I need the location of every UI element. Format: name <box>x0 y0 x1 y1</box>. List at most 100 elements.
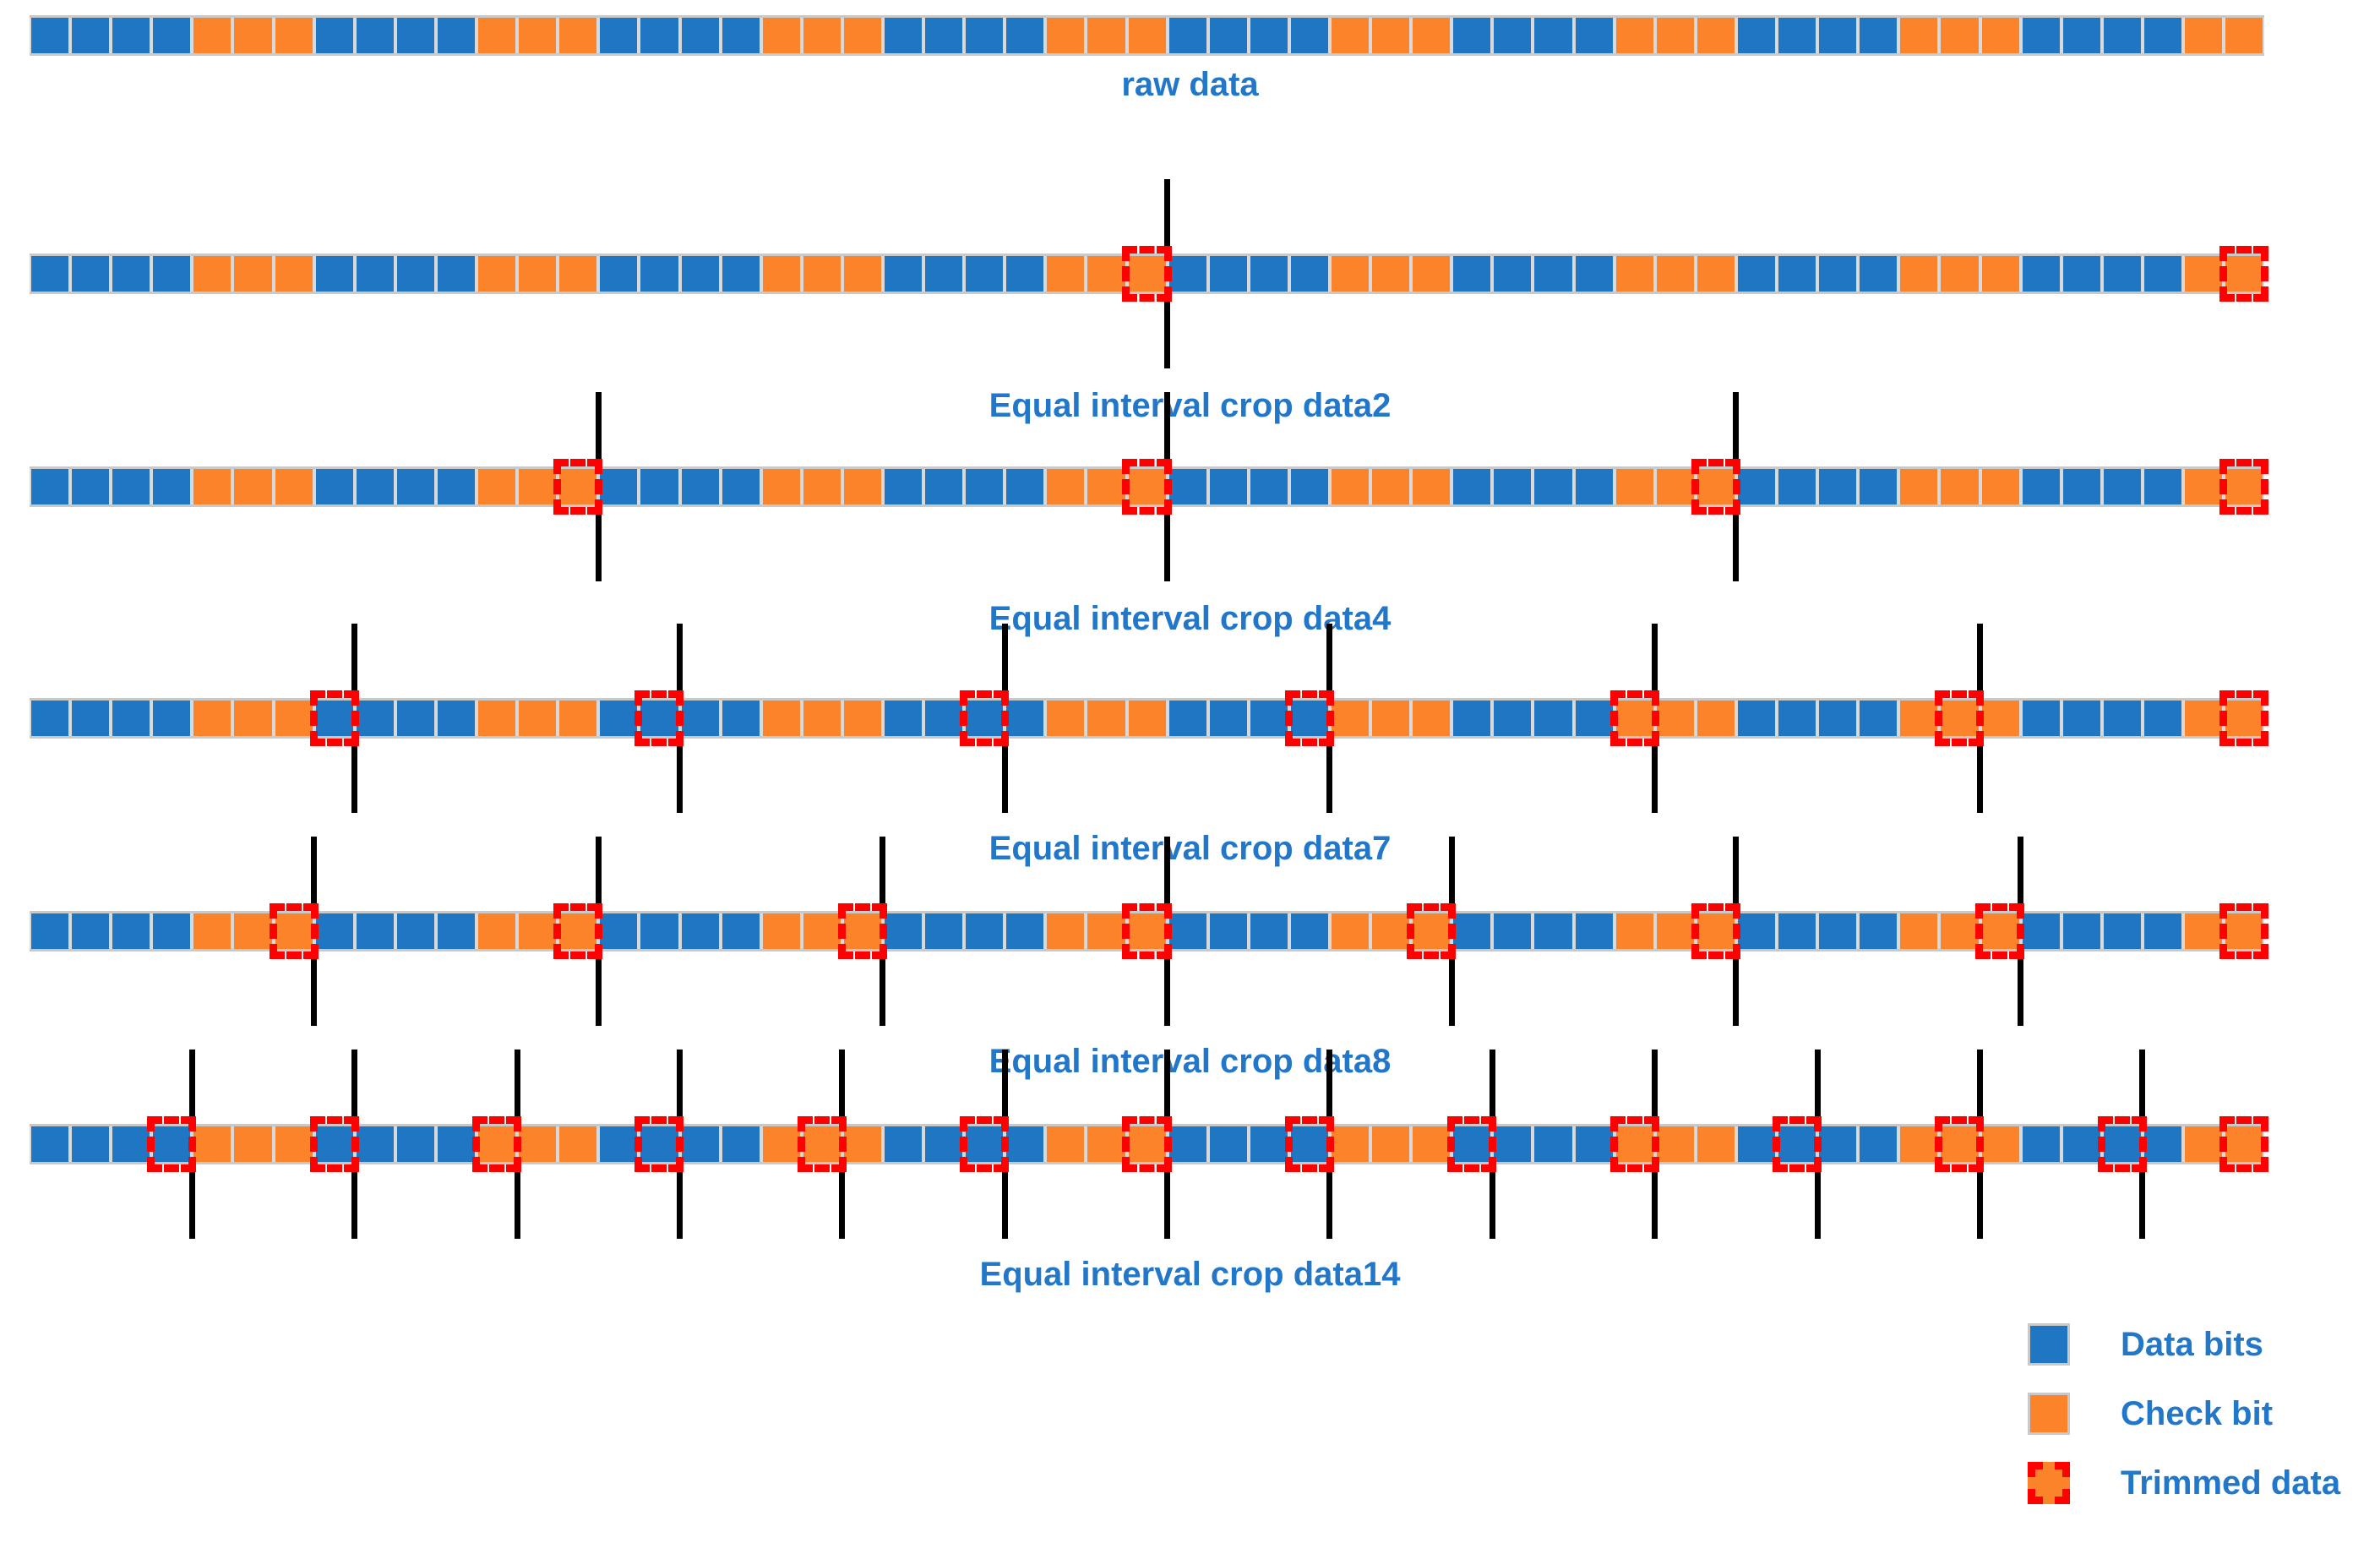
data-bit-cell <box>1248 1126 1289 1162</box>
data-bit-cell <box>1735 256 1778 292</box>
data-bit-cell <box>1207 1126 1249 1162</box>
data-bit-cell <box>679 701 721 736</box>
data-bit-cell <box>923 913 965 949</box>
check-bit-cell <box>2224 913 2265 949</box>
data-bit-cell <box>964 1126 1005 1162</box>
data-bit-cell <box>1492 469 1533 504</box>
data-bit-cell <box>70 18 112 53</box>
check-bit-cell <box>1411 913 1452 949</box>
check-bit-cell <box>1126 256 1168 292</box>
bit-strip-crop14 <box>30 1050 2268 1239</box>
bit-strip-crop4 <box>30 392 2268 581</box>
data-bit-cell <box>964 701 1005 736</box>
data-bit-cell <box>1451 1126 1493 1162</box>
check-bit-cell <box>232 701 274 736</box>
data-bit-cell <box>151 469 193 504</box>
data-bit-cell <box>1451 701 1493 736</box>
data-bit-cell <box>1735 1126 1778 1162</box>
data-bit-cell <box>70 256 112 292</box>
check-bit-cell <box>1695 1126 1736 1162</box>
check-bit-cell <box>2182 256 2225 292</box>
data-bit-cell <box>639 256 680 292</box>
data-bit-cell <box>354 469 395 504</box>
data-bit-cell <box>2020 469 2061 504</box>
check-bit-cell <box>1898 256 1940 292</box>
check-bit-cell <box>477 469 518 504</box>
data-bit-cell <box>1492 1126 1533 1162</box>
check-bit-cell <box>477 701 518 736</box>
check-bit-cell <box>273 18 314 53</box>
data-bit-cell <box>1288 256 1330 292</box>
check-bit-cell <box>1898 18 1940 53</box>
data-bit-cell <box>395 18 436 53</box>
check-bit-cell <box>2182 1126 2225 1162</box>
check-bit-cell <box>232 256 274 292</box>
data-bit-cell <box>1451 469 1493 504</box>
data-bit-cell <box>1288 1126 1330 1162</box>
data-bit-cell <box>1858 18 1899 53</box>
data-bit-cell <box>2061 1126 2102 1162</box>
legend-label: Trimmed data <box>2121 1464 2341 1502</box>
data-bit-cell <box>395 256 436 292</box>
data-bit-cell <box>639 913 680 949</box>
data-bit-cell <box>1817 1126 1859 1162</box>
check-bit-cell <box>192 256 233 292</box>
check-bit-cell <box>517 1126 558 1162</box>
data-bit-cell <box>1533 256 1574 292</box>
check-bit-cell <box>1614 913 1655 949</box>
data-bit-cell <box>964 256 1005 292</box>
data-bit-cell <box>2142 701 2183 736</box>
data-bit-cell <box>1248 701 1289 736</box>
check-bit-cell <box>1980 256 2021 292</box>
data-bit-cell <box>313 18 355 53</box>
data-bit-cell <box>1248 18 1289 53</box>
check-bit-cell <box>2224 1126 2265 1162</box>
data-bit-cell <box>1817 256 1859 292</box>
data-bit-cell <box>313 913 355 949</box>
check-bit-cell <box>1654 913 1696 949</box>
data-bit-cell <box>151 913 193 949</box>
data-bit-cell <box>1005 256 1046 292</box>
data-bit-cell <box>435 18 477 53</box>
check-bit-cell <box>2224 469 2265 504</box>
check-bit-cell <box>801 701 842 736</box>
check-bit-cell <box>1898 701 1940 736</box>
check-bit-cell <box>1411 18 1452 53</box>
bit-cells <box>30 466 2265 507</box>
data-bit-cell <box>1777 701 1818 736</box>
band-caption-crop14: Equal interval crop data14 <box>979 1256 1401 1293</box>
data-bit-cell <box>1573 701 1615 736</box>
data-bit-cell <box>1492 913 1533 949</box>
data-bit-cell <box>2020 18 2061 53</box>
band-caption-crop7: Equal interval crop data7 <box>988 830 1392 867</box>
data-bit-cell <box>1492 256 1533 292</box>
data-bit-cell <box>1533 18 1574 53</box>
check-bit-cell <box>1126 701 1168 736</box>
data-bit-cell <box>2020 701 2061 736</box>
check-bit-cell <box>1939 913 1980 949</box>
data-bit-cell <box>1492 701 1533 736</box>
data-bit-cell <box>2020 1126 2061 1162</box>
band-caption-raw: raw data <box>1121 66 1259 103</box>
data-swatch-icon <box>2028 1323 2070 1366</box>
check-bit-cell <box>2182 913 2225 949</box>
check-bit-cell <box>841 469 883 504</box>
check-bit-cell <box>801 256 842 292</box>
data-bit-cell <box>435 469 477 504</box>
check-bit-cell <box>232 469 274 504</box>
data-bit-cell <box>1858 913 1899 949</box>
data-bit-cell <box>2061 701 2102 736</box>
data-bit-cell <box>151 256 193 292</box>
data-bit-cell <box>720 913 761 949</box>
check-bit-cell <box>1045 18 1087 53</box>
check-bit-cell <box>232 913 274 949</box>
data-bit-cell <box>1288 18 1330 53</box>
check-bit-cell <box>1695 18 1736 53</box>
check-bit-cell <box>232 18 274 53</box>
data-bit-cell <box>2020 256 2061 292</box>
check-bit-cell <box>841 256 883 292</box>
data-bit-cell <box>1858 1126 1899 1162</box>
data-bit-cell <box>2061 913 2102 949</box>
check-bit-cell <box>1411 256 1452 292</box>
data-bit-cell <box>598 469 640 504</box>
